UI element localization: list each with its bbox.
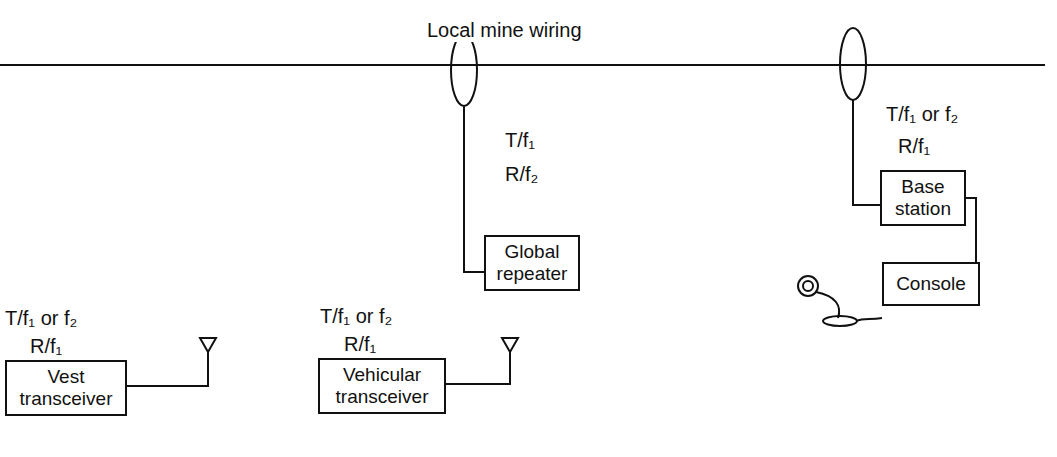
- coupling-loop: [840, 28, 866, 100]
- coupler-lead: [464, 106, 486, 272]
- transceiver-box: Vest transceiver: [5, 360, 127, 416]
- node-label: Global repeater: [486, 241, 578, 285]
- repeater-box: Global repeater: [484, 235, 580, 291]
- antenna-symbol: [200, 338, 216, 352]
- frequency-label: T/f₁ or f₂: [884, 102, 960, 126]
- antenna-symbol: [502, 338, 518, 352]
- node-label: Base station: [882, 176, 964, 220]
- console-box: Console: [882, 262, 980, 306]
- frequency-label: R/f₁: [342, 332, 378, 356]
- mine-wiring: [0, 64, 1045, 66]
- coupling-loop: [451, 34, 477, 106]
- antenna-lead: [437, 352, 510, 384]
- node-label: Vehicular transceiver: [320, 364, 444, 408]
- frequency-label: T/f₁: [503, 128, 537, 152]
- frequency-label: T/f₁ or f₂: [3, 306, 79, 330]
- base-station-box: Base station: [880, 170, 966, 226]
- frequency-label: T/f₁ or f₂: [318, 304, 394, 328]
- frequency-label: R/f₁: [28, 334, 64, 358]
- wiring-label: Local mine wiring: [425, 18, 584, 42]
- frequency-label: R/f₂: [503, 162, 540, 186]
- microphone-symbol: [798, 276, 882, 326]
- node-label: Vest transceiver: [7, 366, 125, 410]
- antenna-lead: [117, 352, 208, 386]
- frequency-label: R/f₁: [896, 134, 932, 158]
- transceiver-box: Vehicular transceiver: [318, 358, 446, 414]
- connector-line: [966, 198, 976, 262]
- coupler-lead: [853, 100, 882, 205]
- node-label: Console: [896, 273, 966, 295]
